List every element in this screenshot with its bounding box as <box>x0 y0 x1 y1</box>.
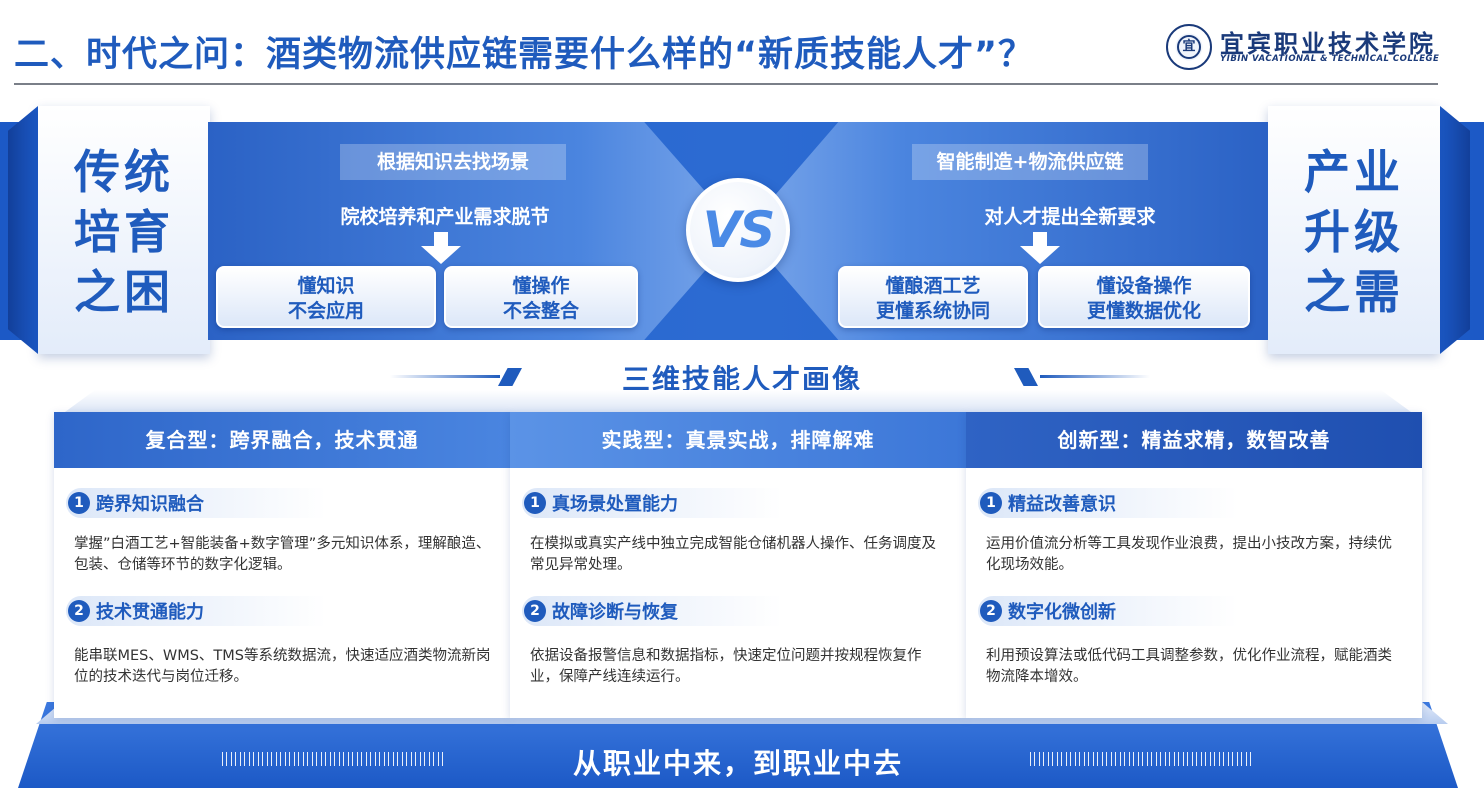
pill-line: 懂操作 <box>512 275 570 297</box>
industry-need-label: 产业升级之需 <box>1304 145 1404 319</box>
pill-line: 不会整合 <box>502 300 579 322</box>
title-deco-line-left <box>390 375 500 378</box>
number-badge: 2 <box>68 600 90 622</box>
left-pill-operation: 懂操作 不会整合 <box>444 266 638 328</box>
right-tag: 智能制造+物流供应链 <box>912 144 1148 180</box>
item-description: 依据设备报警信息和数据指标，快速定位问题并按规程恢复作业，保障产线连续运行。 <box>530 648 922 685</box>
item-title: 技术贯通能力 <box>96 602 204 623</box>
traditional-dilemma-card: 传统培育之困 <box>38 106 210 354</box>
footer-slogan: 从职业中来，到职业中去 <box>572 747 903 780</box>
title-divider <box>14 83 1438 85</box>
item-description: 在模拟或真实产线中独立完成智能仓储机器人操作、任务调度及常见异常处理。 <box>530 536 936 573</box>
item-title: 数字化微创新 <box>1008 602 1116 623</box>
number-badge: 1 <box>980 492 1002 514</box>
number-badge: 1 <box>68 492 90 514</box>
item-description: 掌握”白酒工艺+智能装备+数字管理”多元知识体系，理解酿造、包装、仓储等环节的数… <box>74 536 491 573</box>
number-badge: 2 <box>980 600 1002 622</box>
pill-line: 懂知识 <box>297 275 355 297</box>
left-subtitle: 院校培养和产业需求脱节 <box>340 206 550 228</box>
number-badge: 1 <box>524 492 546 514</box>
college-logo: 宜 宜宾职业技术学院 YIBIN VACATIONAL & TECHNICAL … <box>1166 22 1446 74</box>
card-item-header: 1 精益改善意识 <box>978 488 1238 518</box>
card-item-header: 2 故障诊断与恢复 <box>522 596 782 626</box>
number-badge: 2 <box>524 600 546 622</box>
item-title: 故障诊断与恢复 <box>552 602 678 623</box>
vs-badge: VS <box>686 178 790 282</box>
page-title: 二、时代之问：酒类物流供应链需要什么样的“新质技能人才”？ <box>14 35 1035 75</box>
card-item-header: 2 技术贯通能力 <box>66 596 326 626</box>
college-name-cn: 宜宾职业技术学院 <box>1220 29 1436 58</box>
item-description: 利用预设算法或低代码工具调整参数，优化作业流程，赋能酒类物流降本增效。 <box>986 648 1392 685</box>
left-tag: 根据知识去找场景 <box>340 144 566 180</box>
item-title: 真场景处置能力 <box>552 494 678 515</box>
profile-card-innovative: 创新型：精益求精，数智改善 1 精益改善意识 运用价值流分析等工具发现作业浪费，… <box>966 412 1422 718</box>
pill-line: 不会应用 <box>287 300 364 322</box>
college-seal-icon: 宜 <box>1166 24 1212 70</box>
profile-card-composite: 复合型：跨界融合，技术贯通 1 跨界知识融合 掌握”白酒工艺+智能装备+数字管理… <box>54 412 510 718</box>
card-item-header: 1 真场景处置能力 <box>522 488 782 518</box>
card-header: 创新型：精益求精，数智改善 <box>966 412 1422 468</box>
left-pill-knowledge: 懂知识 不会应用 <box>216 266 436 328</box>
pill-line: 懂设备操作 <box>1096 275 1192 297</box>
industry-need-card: 产业升级之需 <box>1268 106 1440 354</box>
pill-line: 更懂系统协同 <box>875 300 990 322</box>
card-item-header: 1 跨界知识融合 <box>66 488 326 518</box>
soundwave-right-icon <box>1030 752 1254 766</box>
pill-line: 更懂数据优化 <box>1086 300 1201 322</box>
item-title: 精益改善意识 <box>1008 494 1116 515</box>
title-deco-line-right <box>1040 375 1150 378</box>
right-fold-decoration <box>1440 106 1470 354</box>
soundwave-left-icon <box>222 752 446 766</box>
title-deco-slash-left <box>498 368 522 386</box>
right-pill-brewing: 懂酿酒工艺 更懂系统协同 <box>838 266 1028 328</box>
item-description: 运用价值流分析等工具发现作业浪费，提出小技改方案，持续优化现场效能。 <box>986 536 1392 573</box>
title-deco-slash-right <box>1014 368 1038 386</box>
card-header: 实践型：真景实战，排障解难 <box>510 412 966 468</box>
pill-line: 懂酿酒工艺 <box>885 275 981 297</box>
traditional-dilemma-label: 传统培育之困 <box>74 145 174 319</box>
right-subtitle: 对人才提出全新要求 <box>984 206 1156 228</box>
left-fold-decoration <box>8 106 38 354</box>
card-header: 复合型：跨界融合，技术贯通 <box>54 412 510 468</box>
right-pill-equipment: 懂设备操作 更懂数据优化 <box>1038 266 1250 328</box>
item-title: 跨界知识融合 <box>96 494 204 515</box>
college-name-en: YIBIN VACATIONAL & TECHNICAL COLLEGE <box>1220 54 1440 64</box>
item-description: 能串联MES、WMS、TMS等系统数据流，快速适应酒类物流新岗位的技术迭代与岗位… <box>74 648 491 685</box>
profile-card-practical: 实践型：真景实战，排障解难 1 真场景处置能力 在模拟或真实产线中独立完成智能仓… <box>510 412 966 718</box>
card-item-header: 2 数字化微创新 <box>978 596 1238 626</box>
